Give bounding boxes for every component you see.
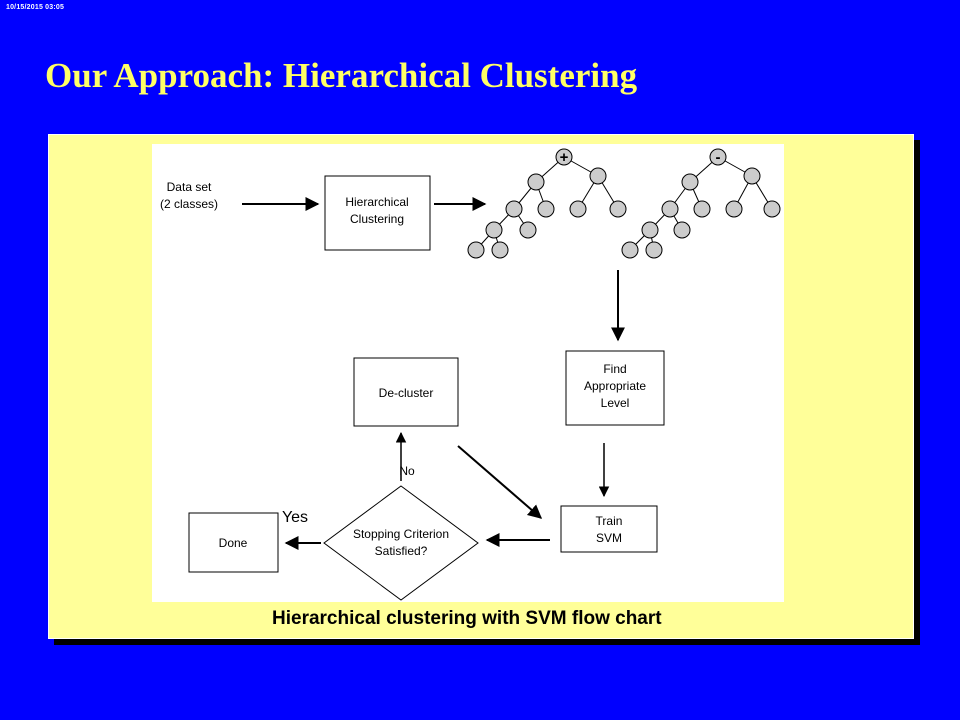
tree-node (485, 221, 503, 239)
input-label-line1: Data set (167, 180, 212, 194)
negative-tree-nodes (621, 148, 781, 259)
train-svm-box (560, 505, 658, 553)
tree-node (645, 241, 663, 259)
stopping-criterion-diamond (323, 485, 479, 601)
timestamp: 10/15/2015 03:05 (6, 4, 65, 11)
tree-node (743, 167, 761, 185)
tree-node (673, 221, 691, 239)
hierarchical-clustering-box (324, 175, 431, 251)
tree-node (621, 241, 639, 259)
train-svm-label-line2: SVM (596, 531, 622, 545)
yes-label: Yes (282, 509, 308, 526)
flowchart: Data set (2 classes) Hierarchical Cluste… (160, 148, 781, 601)
tree-node (609, 200, 627, 218)
tree-node (505, 200, 523, 218)
positive-tree-nodes (467, 148, 627, 259)
tree-node (467, 241, 485, 259)
decluster-box (353, 357, 459, 427)
tree-node (555, 148, 573, 166)
positive-class-symbol: + (560, 149, 569, 166)
stopping-criterion-label-line2: Satisfied? (375, 544, 428, 558)
input-label-line2: (2 classes) (160, 197, 218, 211)
tree-node (491, 241, 509, 259)
tree-node (661, 200, 679, 218)
tree-node (527, 173, 545, 191)
tree-node (519, 221, 537, 239)
tree-node (537, 200, 555, 218)
find-level-label-line3: Level (601, 396, 630, 410)
tree-node (709, 148, 727, 166)
arrow-decluster-to-train (457, 445, 543, 519)
tree-node (763, 200, 781, 218)
tree-node (693, 200, 711, 218)
tree-node (725, 200, 743, 218)
decluster-label: De-cluster (379, 386, 434, 400)
diagram-canvas: Data set (2 classes) Hierarchical Cluste… (152, 144, 784, 602)
done-box (188, 512, 279, 573)
diagram-caption: Hierarchical clustering with SVM flow ch… (272, 608, 662, 629)
done-label: Done (219, 536, 248, 550)
stopping-criterion-label-line1: Stopping Criterion (353, 527, 449, 541)
negative-class-symbol: - (716, 149, 721, 166)
no-label: No (399, 464, 415, 478)
tree-node (569, 200, 587, 218)
tree-node (641, 221, 659, 239)
find-level-box (565, 350, 665, 426)
slide-title: Our Approach: Hierarchical Clustering (45, 56, 638, 95)
find-level-label-line2: Appropriate (584, 379, 646, 393)
tree-node (589, 167, 607, 185)
train-svm-label-line1: Train (596, 514, 623, 528)
hierarchical-clustering-label-line2: Clustering (350, 212, 404, 226)
find-level-label-line1: Find (603, 362, 626, 376)
tree-node (681, 173, 699, 191)
hierarchical-clustering-label-line1: Hierarchical (345, 195, 408, 209)
